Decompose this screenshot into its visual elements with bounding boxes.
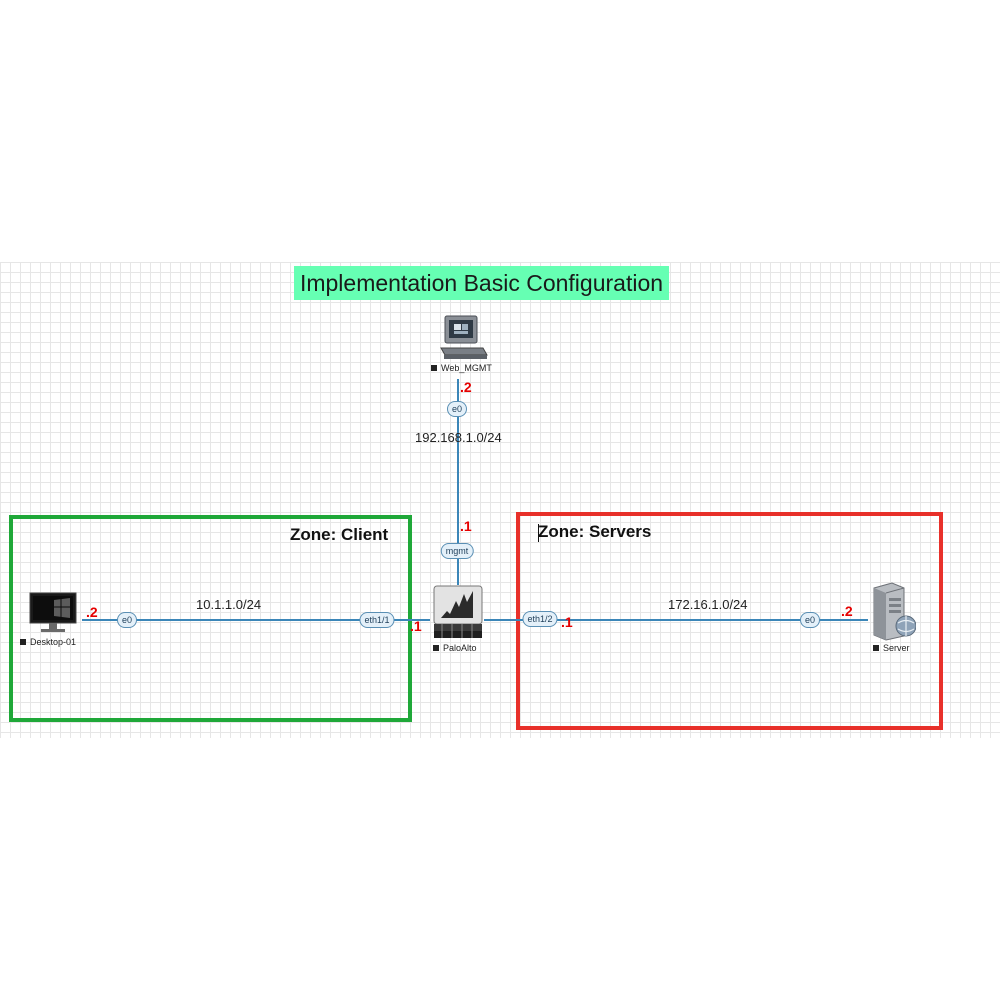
paloalto-eth1-2-octet: .1 [561, 614, 573, 630]
workstation-icon [440, 315, 488, 359]
link-client-line[interactable] [82, 619, 430, 621]
paloalto-port-eth1-1[interactable]: eth1/1 [359, 612, 395, 628]
desktop-octet: .2 [86, 604, 98, 620]
server-tower-icon [873, 582, 917, 641]
desktop-port-e0[interactable]: e0 [116, 612, 138, 628]
paloalto-device[interactable] [432, 585, 484, 640]
server-port-e0[interactable]: e0 [799, 612, 821, 628]
desktop-label: Desktop-01 [20, 637, 76, 647]
node-square-icon [431, 365, 437, 371]
desktop-monitor-icon [29, 592, 77, 632]
zone-servers-label: Zone: Servers [538, 522, 652, 541]
link-mgmt-line[interactable] [457, 379, 459, 585]
mgmt-subnet: 192.168.1.0/24 [415, 430, 502, 445]
node-square-icon [433, 645, 439, 651]
zone-client-box [9, 515, 412, 722]
desktop-device[interactable] [28, 592, 78, 634]
text-cursor [538, 524, 539, 542]
link-servers-line[interactable] [484, 619, 868, 621]
server-label-text: Server [883, 643, 910, 653]
server-octet: .2 [841, 603, 853, 619]
web-mgmt-label: Web_MGMT [431, 363, 492, 373]
desktop-label-text: Desktop-01 [30, 637, 77, 647]
paloalto-port-eth1-2[interactable]: eth1/2 [522, 611, 558, 627]
web-mgmt-octet: .2 [460, 379, 472, 395]
node-square-icon [20, 639, 26, 645]
firewall-icon [433, 585, 483, 638]
web-mgmt-device[interactable] [439, 315, 489, 361]
paloalto-eth1-1-octet: .1 [410, 618, 422, 634]
server-device[interactable] [862, 582, 917, 642]
client-subnet: 10.1.1.0/24 [196, 597, 262, 612]
paloalto-port-mgmt[interactable]: mgmt [440, 543, 474, 559]
diagram-title: Implementation Basic Configuration [294, 266, 669, 300]
paloalto-label: PaloAlto [433, 643, 477, 653]
zone-client-label: Zone: Client [290, 525, 389, 544]
diagram-canvas [0, 262, 1000, 738]
paloalto-mgmt-octet: .1 [460, 518, 472, 534]
zone-servers-box [516, 512, 943, 730]
server-label: Server [873, 643, 910, 653]
paloalto-label-text: PaloAlto [443, 643, 477, 653]
web-mgmt-label-text: Web_MGMT [441, 363, 492, 373]
node-square-icon [873, 645, 879, 651]
web-mgmt-port-e0[interactable]: e0 [446, 401, 468, 417]
servers-subnet: 172.16.1.0/24 [668, 597, 748, 612]
